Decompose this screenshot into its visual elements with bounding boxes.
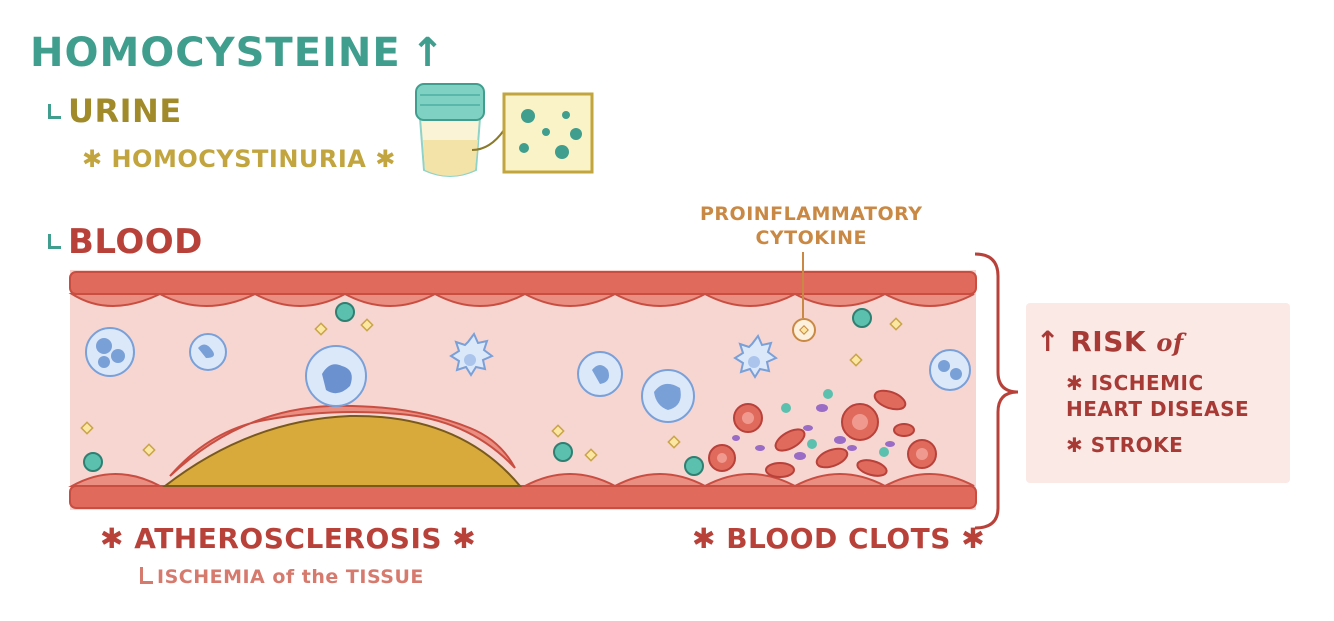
blood-label: BLOOD [68,222,203,262]
cytokine-marker-icon [792,252,816,342]
risk-of: of [1156,328,1184,357]
up-arrow-icon: ↑ [410,30,446,76]
branch-icon [140,567,153,584]
urine-label: URINE [68,92,182,130]
cytokine-line-2: CYTOKINE [755,227,867,249]
up-arrow-icon: ↑ [1036,325,1060,358]
risk-brace [974,252,1019,530]
homocystinuria-label: ✱ HOMOCYSTINURIA ✱ [82,145,396,173]
homocysteine-particles [83,302,872,476]
atherosclerosis-label: ✱ ATHEROSCLEROSIS ✱ [100,522,477,555]
ischemia-text: ISCHEMIA of the TISSUE [157,566,424,588]
ischemia-label: ISCHEMIA of the TISSUE [140,566,424,588]
atherosclerotic-plaque [162,404,523,487]
blood-clot [708,389,937,478]
branch-icon [48,234,61,249]
page-title: HOMOCYSTEINE↑ [30,30,445,76]
urine-crystal-zoom-box [502,92,594,174]
title-text: HOMOCYSTEINE [30,30,401,76]
risk-heading: ↑ RISK of [1036,325,1184,358]
cytokine-line-1: PROINFLAMMATORY [700,203,923,225]
urine-cup-icon [415,83,485,177]
risk-item-stroke: ✱ STROKE [1066,433,1184,457]
cytokine-annotation: PROINFLAMMATORY CYTOKINE [700,202,922,250]
risk-box [1026,303,1290,483]
small-particles [80,317,903,462]
blood-clots-label: ✱ BLOOD CLOTS ✱ [692,522,986,555]
risk-item-ischemic-heart-disease: ✱ ISCHEMIC HEART DISEASE [1066,371,1250,421]
white-blood-cells [85,327,971,423]
risk-label: RISK [1070,325,1147,358]
branch-icon [48,104,61,119]
